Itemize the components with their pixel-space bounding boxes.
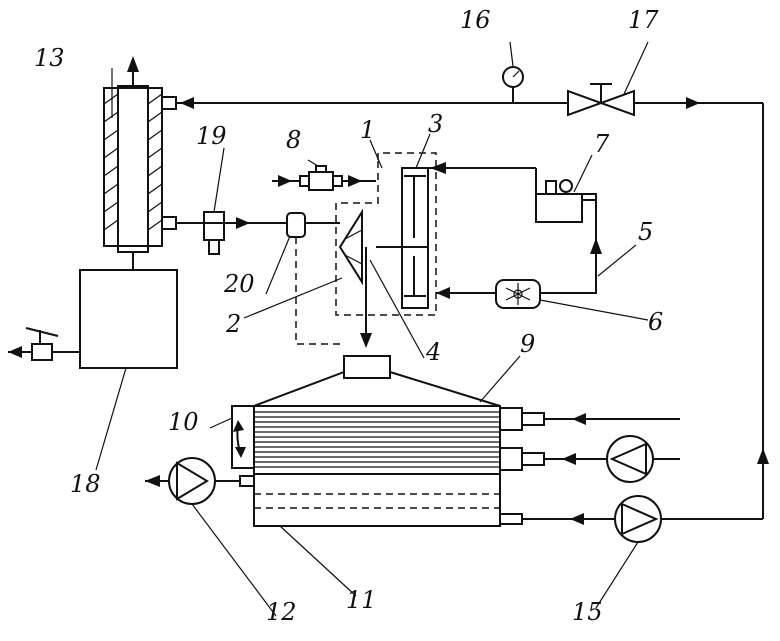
label-3: 3 (428, 110, 443, 138)
component-8-valve (272, 166, 376, 190)
label-12: 12 (266, 598, 297, 626)
component-11-sump (216, 474, 763, 526)
label-8: 8 (286, 126, 301, 154)
label-2: 2 (225, 310, 241, 338)
label-17: 17 (628, 6, 659, 34)
label-15: 15 (572, 598, 603, 626)
component-19-filter (199, 212, 229, 254)
label-13: 13 (34, 44, 65, 72)
label-7: 7 (594, 130, 610, 158)
label-5: 5 (638, 218, 653, 246)
label-6: 6 (648, 308, 663, 336)
label-11: 11 (346, 586, 377, 614)
dashed-control-line (296, 237, 344, 344)
component-15-pump (615, 496, 661, 542)
component-17-valve (568, 84, 634, 115)
tank-return-line (428, 162, 536, 174)
pump-cooling-inlet (607, 436, 653, 482)
label-19: 19 (196, 122, 227, 150)
component-16-pressure-gauge (503, 67, 523, 103)
component-6-pump (496, 280, 540, 308)
label-1: 1 (360, 116, 375, 144)
label-4: 4 (425, 338, 441, 366)
label-10: 10 (168, 408, 199, 436)
label-9: 9 (520, 330, 535, 358)
component-20-sensor (287, 213, 305, 237)
label-18: 18 (70, 470, 101, 498)
component-7-tank (536, 168, 596, 222)
component-9-hood (254, 356, 500, 406)
component-13-heat-exchanger (104, 56, 176, 270)
label-16: 16 (460, 6, 491, 34)
component-12-pump (145, 458, 215, 504)
component-18-unit (8, 270, 177, 368)
component-3-plate (376, 168, 428, 308)
label-20: 20 (223, 270, 255, 298)
